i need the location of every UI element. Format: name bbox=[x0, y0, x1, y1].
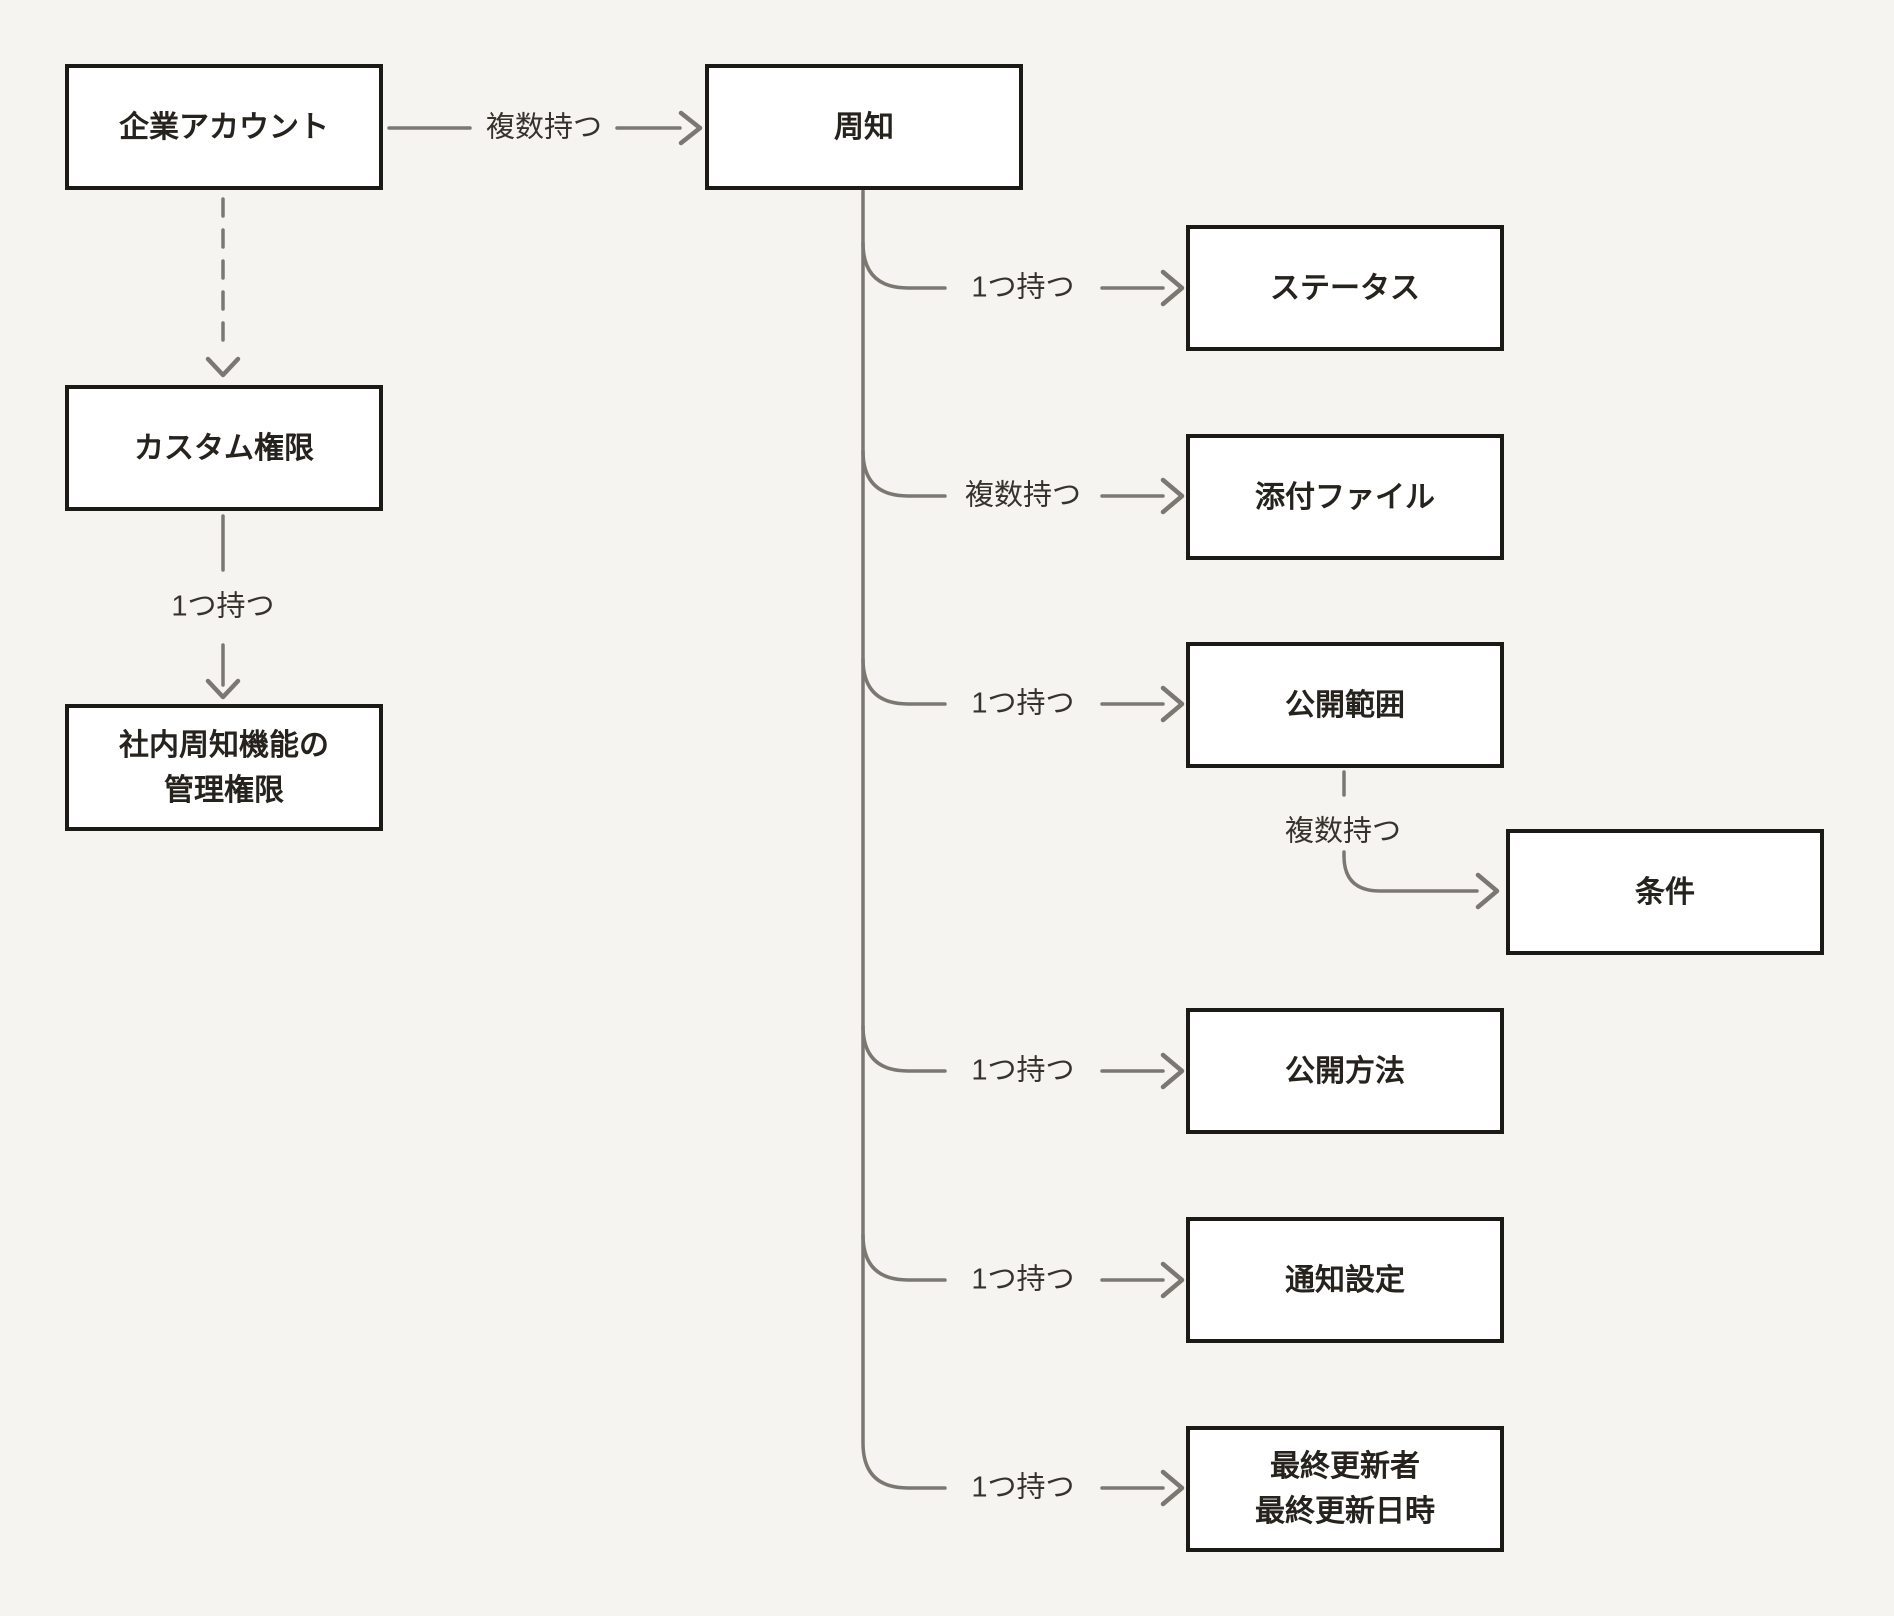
edge-label-scope-to-condition: 複数持つ bbox=[1284, 815, 1402, 848]
edge-announcement-to-attachments bbox=[1100, 477, 1185, 515]
edge-label-custom-to-internal: 1つ持つ bbox=[171, 590, 275, 623]
arrow-right-icon bbox=[1160, 269, 1185, 307]
arrow-right-icon bbox=[678, 110, 703, 146]
edge-company-to-custom bbox=[205, 197, 241, 378]
node-condition: 条件 bbox=[1506, 829, 1824, 955]
edge-company-to-announcement bbox=[387, 110, 703, 146]
edge-custom-to-internal bbox=[205, 514, 241, 700]
node-last-updated: 最終更新者 最終更新日時 bbox=[1186, 1426, 1504, 1552]
edge-label-company-to-announcement: 複数持つ bbox=[485, 111, 603, 144]
edge-elbow-line bbox=[1342, 850, 1479, 893]
branch-curve bbox=[861, 1024, 947, 1073]
edge-announcement-to-scope bbox=[1100, 685, 1185, 723]
node-publish-scope: 公開範囲 bbox=[1186, 642, 1504, 768]
edge-label-announcement-to-method: 1つ持つ bbox=[971, 1054, 1075, 1087]
edge-label-announcement-to-attachments: 複数持つ bbox=[964, 479, 1082, 512]
arrow-down-icon bbox=[205, 356, 241, 378]
branch-curve bbox=[861, 657, 947, 706]
edge-label-announcement-to-last-updated: 1つ持つ bbox=[971, 1471, 1075, 1504]
edge-label-announcement-to-scope: 1つ持つ bbox=[971, 687, 1075, 720]
branch-curve bbox=[861, 241, 947, 290]
arrow-right-icon bbox=[1475, 872, 1500, 910]
arrow-right-icon bbox=[1160, 1469, 1185, 1507]
node-announcement: 周知 bbox=[705, 64, 1023, 190]
node-publish-method: 公開方法 bbox=[1186, 1008, 1504, 1134]
edge-announcement-to-notification bbox=[1100, 1261, 1185, 1299]
edge-announcement-to-method bbox=[1100, 1052, 1185, 1090]
arrow-right-icon bbox=[1160, 685, 1185, 723]
edge-label-announcement-to-status: 1つ持つ bbox=[971, 271, 1075, 304]
branch-curve bbox=[861, 449, 947, 498]
edge-label-announcement-to-notification: 1つ持つ bbox=[971, 1263, 1075, 1296]
node-custom-permission: カスタム権限 bbox=[65, 385, 383, 511]
arrow-right-icon bbox=[1160, 477, 1185, 515]
edge-announcement-to-last-updated bbox=[1100, 1469, 1185, 1507]
edge-announcement-to-status bbox=[1100, 269, 1185, 307]
arrow-right-icon bbox=[1160, 1261, 1185, 1299]
node-internal-admin-permission: 社内周知機能の 管理権限 bbox=[65, 704, 383, 831]
edge-announcement-trunk bbox=[861, 189, 947, 1490]
trunk-line bbox=[861, 189, 947, 1490]
node-notification-settings: 通知設定 bbox=[1186, 1217, 1504, 1343]
branch-curve bbox=[861, 1233, 947, 1282]
node-status: ステータス bbox=[1186, 225, 1504, 351]
arrow-down-icon bbox=[205, 678, 241, 700]
arrow-right-icon bbox=[1160, 1052, 1185, 1090]
node-attachments: 添付ファイル bbox=[1186, 434, 1504, 560]
edge-scope-to-condition bbox=[1342, 770, 1500, 910]
node-company-account: 企業アカウント bbox=[65, 64, 383, 190]
